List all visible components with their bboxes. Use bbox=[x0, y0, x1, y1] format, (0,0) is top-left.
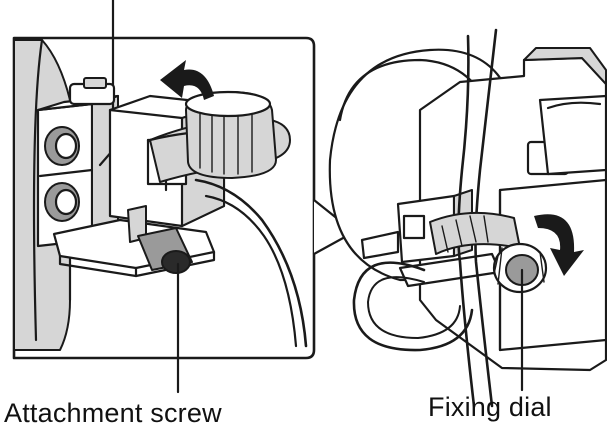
dial-rotate-arrow-icon bbox=[534, 214, 584, 276]
strap-terminal bbox=[36, 94, 120, 248]
camera-top-plate bbox=[538, 94, 607, 176]
attachment-screw-label: Attachment screw bbox=[4, 398, 222, 428]
strap-loop bbox=[352, 261, 474, 352]
rotate-arrow-icon bbox=[160, 60, 214, 100]
strap-drum bbox=[184, 90, 277, 179]
attachment-screw bbox=[127, 205, 193, 274]
inset-cable bbox=[194, 178, 308, 348]
small-knob bbox=[68, 77, 116, 106]
strap-band-overview bbox=[429, 211, 521, 255]
fixing-dial-label: Fixing dial bbox=[428, 392, 552, 422]
fixing-dial bbox=[492, 242, 548, 294]
